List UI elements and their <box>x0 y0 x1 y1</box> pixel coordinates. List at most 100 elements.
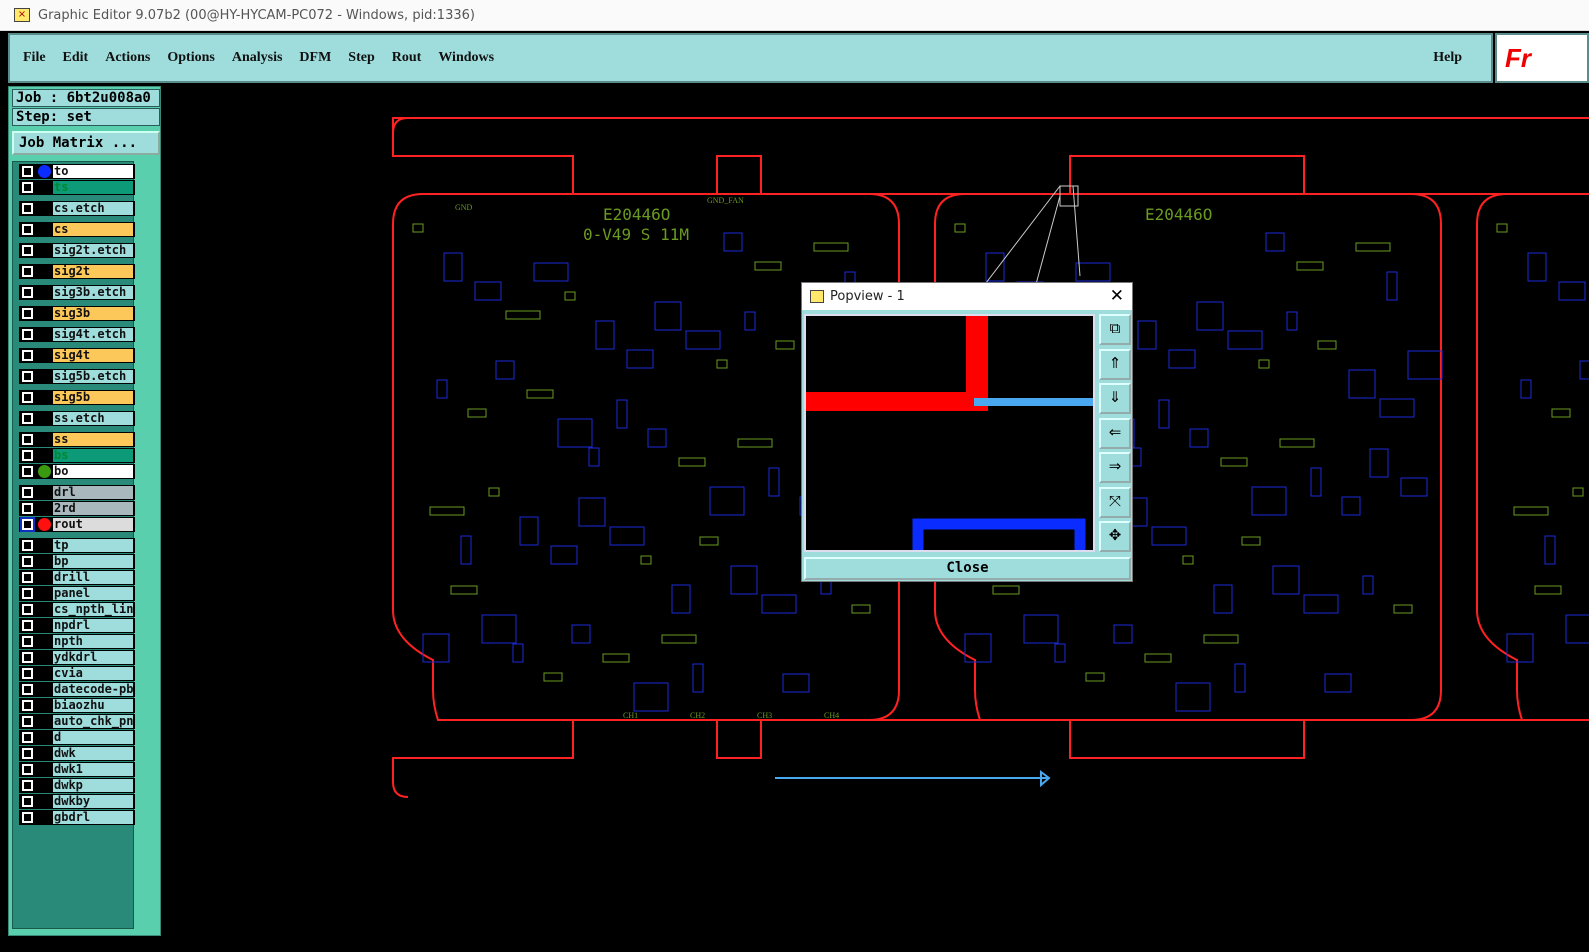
menu-step[interactable]: Step <box>348 50 375 65</box>
layer-row-sig3b.etch[interactable]: sig3b.etch <box>19 285 135 300</box>
layer-name[interactable]: panel <box>53 587 133 600</box>
layer-checkbox[interactable] <box>22 620 33 631</box>
layer-checkbox[interactable] <box>22 732 33 743</box>
layer-name[interactable]: gbdrl <box>53 811 133 824</box>
layer-row-sig4t.etch[interactable]: sig4t.etch <box>19 327 135 342</box>
layer-name[interactable]: sig5b.etch <box>53 370 133 383</box>
layer-checkbox[interactable] <box>22 350 33 361</box>
layer-name[interactable]: sig4t.etch <box>53 328 133 341</box>
layer-row-datecode-pbe[interactable]: datecode-pbe <box>19 682 135 697</box>
layer-checkbox[interactable] <box>22 748 33 759</box>
layer-row-2rd[interactable]: 2rd <box>19 501 135 516</box>
layer-checkbox[interactable] <box>22 450 33 461</box>
layer-checkbox[interactable] <box>22 203 33 214</box>
layer-checkbox[interactable] <box>22 556 33 567</box>
layer-row-gbdrl[interactable]: gbdrl <box>19 810 135 825</box>
layer-name[interactable]: dwk1 <box>53 763 133 776</box>
layer-name[interactable]: sig2t <box>53 265 133 278</box>
menu-help[interactable]: Help <box>1433 50 1462 65</box>
layer-checkbox[interactable] <box>22 572 33 583</box>
layer-name[interactable]: sig3b.etch <box>53 286 133 299</box>
layer-checkbox[interactable] <box>22 780 33 791</box>
layer-row-npth[interactable]: npth <box>19 634 135 649</box>
layer-checkbox[interactable] <box>22 812 33 823</box>
layer-name[interactable]: drill <box>53 571 133 584</box>
layer-row-ss[interactable]: ss <box>19 432 135 447</box>
layer-checkbox[interactable] <box>22 652 33 663</box>
layer-checkbox[interactable] <box>22 487 33 498</box>
layer-row-drl[interactable]: drl <box>19 485 135 500</box>
layer-row-sig5b[interactable]: sig5b <box>19 390 135 405</box>
layer-row-bp[interactable]: bp <box>19 554 135 569</box>
layer-row-dwk1[interactable]: dwk1 <box>19 762 135 777</box>
menu-edit[interactable]: Edit <box>62 50 89 65</box>
layer-row-npdrl[interactable]: npdrl <box>19 618 135 633</box>
layer-row-auto_chk_pn[interactable]: auto_chk_pn <box>19 714 135 729</box>
layer-name[interactable]: npth <box>53 635 133 648</box>
pan-up-button[interactable]: ⇑ <box>1099 348 1131 380</box>
layer-checkbox[interactable] <box>22 371 33 382</box>
layer-row-sig4t[interactable]: sig4t <box>19 348 135 363</box>
job-matrix-button[interactable]: Job Matrix ... <box>12 131 160 155</box>
layer-checkbox[interactable] <box>22 684 33 695</box>
layer-row-to[interactable]: to <box>19 164 135 179</box>
layer-row-drill[interactable]: drill <box>19 570 135 585</box>
layer-name[interactable]: datecode-pbe <box>53 683 133 696</box>
layer-row-panel[interactable]: panel <box>19 586 135 601</box>
layer-name[interactable]: ss.etch <box>53 412 133 425</box>
layer-row-rout[interactable]: rout <box>19 517 135 532</box>
layer-name[interactable]: dwkp <box>53 779 133 792</box>
layer-checkbox[interactable] <box>22 224 33 235</box>
zoom-window-button[interactable]: ⧉ <box>1099 314 1131 345</box>
layer-checkbox[interactable] <box>22 466 33 477</box>
layer-checkbox[interactable] <box>22 308 33 319</box>
layer-name[interactable]: ts <box>53 181 133 194</box>
layer-name[interactable]: cs <box>53 223 133 236</box>
layer-name[interactable]: 2rd <box>53 502 133 515</box>
layer-row-bs[interactable]: bs <box>19 448 135 463</box>
layer-checkbox[interactable] <box>22 540 33 551</box>
menu-windows[interactable]: Windows <box>438 50 495 65</box>
zoom-fit-button[interactable]: ⤧ <box>1099 486 1131 518</box>
layer-checkbox[interactable] <box>22 716 33 727</box>
layer-checkbox[interactable] <box>22 245 33 256</box>
layer-name[interactable]: d <box>53 731 133 744</box>
layer-checkbox[interactable] <box>22 796 33 807</box>
layer-checkbox[interactable] <box>22 166 33 177</box>
layer-name[interactable]: ss <box>53 433 133 446</box>
menu-file[interactable]: File <box>23 50 46 65</box>
layer-name[interactable]: to <box>53 165 133 178</box>
layer-checkbox[interactable] <box>22 182 33 193</box>
layer-name[interactable]: sig2t.etch <box>53 244 133 257</box>
layer-checkbox[interactable] <box>22 636 33 647</box>
layer-name[interactable]: cs.etch <box>53 202 133 215</box>
pan-down-button[interactable]: ⇓ <box>1099 383 1131 414</box>
layer-row-cs_npth_line[interactable]: cs_npth_line <box>19 602 135 617</box>
layer-checkbox[interactable] <box>22 413 33 424</box>
layer-list[interactable]: to ts cs.etch cs sig2t.etch sig2t sig3b.etch si… <box>12 161 135 929</box>
layer-checkbox[interactable] <box>22 287 33 298</box>
layer-name[interactable]: dwkby <box>53 795 133 808</box>
layer-checkbox[interactable] <box>22 588 33 599</box>
menu-dfm[interactable]: DFM <box>299 50 332 65</box>
layer-name[interactable]: ydkdrl <box>53 651 133 664</box>
layer-name[interactable]: bs <box>53 449 133 462</box>
pan-all-button[interactable]: ✥ <box>1099 521 1131 552</box>
popview-canvas[interactable] <box>804 314 1095 552</box>
layer-name[interactable]: dwk <box>53 747 133 760</box>
layer-row-tp[interactable]: tp <box>19 538 135 553</box>
layer-name[interactable]: tp <box>53 539 133 552</box>
layer-name[interactable]: biaozhu <box>53 699 133 712</box>
layer-checkbox[interactable] <box>22 604 33 615</box>
layer-checkbox[interactable] <box>22 668 33 679</box>
layer-name[interactable]: bo <box>53 465 133 478</box>
layer-row-bo[interactable]: bo <box>19 464 135 479</box>
layer-row-sig5b.etch[interactable]: sig5b.etch <box>19 369 135 384</box>
close-button[interactable]: Close <box>804 557 1131 580</box>
layer-checkbox[interactable] <box>22 266 33 277</box>
layer-name[interactable]: cs_npth_line <box>53 603 133 616</box>
layer-row-sig2t[interactable]: sig2t <box>19 264 135 279</box>
menu-actions[interactable]: Actions <box>105 50 151 65</box>
layer-name[interactable]: sig3b <box>53 307 133 320</box>
layer-checkbox[interactable] <box>20 517 35 532</box>
